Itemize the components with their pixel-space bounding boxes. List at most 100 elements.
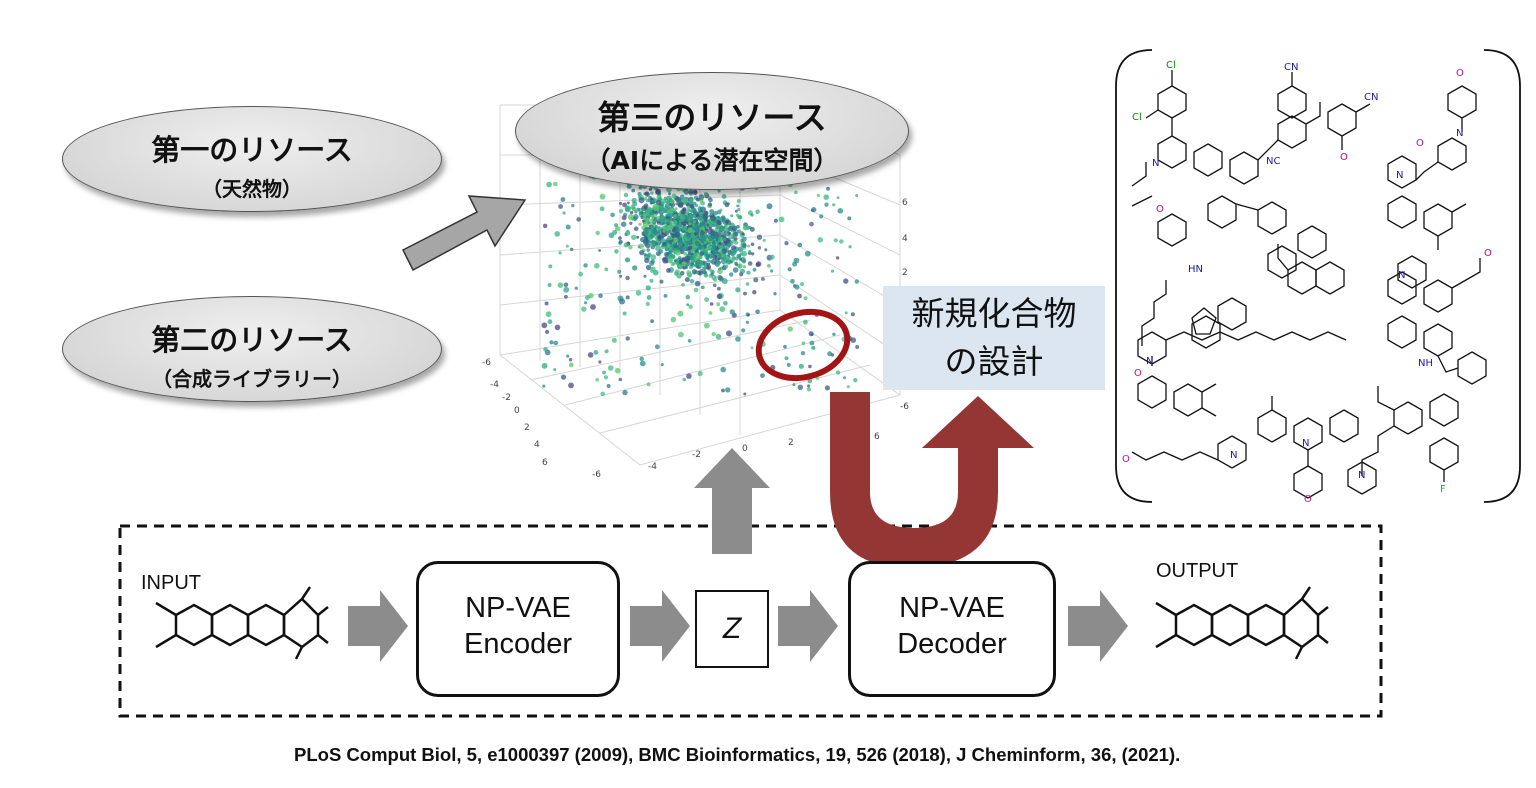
scatter-point [633,226,639,231]
np-vae-encoder-box: NP-VAE Encoder [416,561,620,697]
scatter-point [649,260,655,266]
scatter-point [750,242,755,247]
scatter-point [650,254,657,261]
scatter-point [689,209,693,213]
left-tick: -2 [502,393,511,403]
scatter-point [682,207,687,212]
scatter-point [554,231,560,237]
scatter-point [809,340,815,346]
scatter-point [804,250,811,257]
scatter-point [648,187,652,191]
scatter-point [710,253,715,258]
scatter-point [794,190,798,195]
scatter-point [595,378,599,382]
scatter-point [688,189,694,195]
new-compound-line2: の設計 [944,342,1044,381]
scatter-point [729,260,734,264]
scatter-point [659,226,662,230]
scatter-point [674,207,678,211]
scatter-point [604,349,609,354]
scatter-point [544,301,549,306]
scatter-point [568,382,574,389]
scatter-point [583,263,588,268]
scatter-point [723,301,728,306]
first-resource-subtitle: （天然物） [202,177,302,201]
scatter-point [622,389,628,396]
scatter-point [832,203,836,207]
scatter-point [736,213,740,217]
scatter-point [755,309,760,315]
scatter-point [835,256,840,260]
scatter-point [693,253,698,258]
right-axis-ticks: 6 4 2 -6 [900,198,909,412]
scatter-point [542,384,546,388]
atom-nc: NC [1266,156,1280,167]
atom-n-1: N [1152,158,1159,169]
scatter-point [705,256,710,260]
scatter-point [637,245,641,249]
scatter-point [783,344,787,349]
scatter-point [719,306,726,312]
scatter-point [581,306,587,312]
np-vae-decoder-box: NP-VAE Decoder [848,561,1056,697]
scatter-point [848,245,852,249]
scatter-point [740,238,744,243]
scatter-point [721,194,727,199]
scatter-point [726,330,732,337]
atom-n-6: N [1230,450,1237,461]
atom-f: F [1440,484,1446,495]
scatter-point [786,362,791,367]
scatter-point [724,258,728,261]
scatter-point [716,220,722,226]
left-tick: 0 [514,406,520,416]
scatter-point [807,378,813,384]
scatter-point [784,241,789,246]
scatter-point [635,290,642,296]
scatter-point [853,378,858,383]
scatter-point [713,283,717,288]
scatter-point [711,332,716,337]
scatter-point [671,228,677,233]
scatter-point [847,216,852,221]
scatter-point [726,256,732,261]
scatter-point [832,332,836,336]
scatter-point [719,208,723,212]
scatter-point [553,340,559,346]
scatter-point [625,295,630,300]
scatter-point [806,387,811,392]
scatter-point [684,217,688,221]
scatter-point [624,233,628,237]
right-tick: 6 [902,198,908,208]
scatter-point [658,249,664,254]
scatter-point [673,259,677,262]
atom-cl-1: Cl [1166,60,1176,71]
scatter-point [797,384,803,390]
scatter-point [718,276,724,282]
scatter-point [737,208,741,212]
scatter-point [730,214,734,218]
new-compound-line1: 新規化合物 [911,294,1077,333]
scatter-point [699,211,704,217]
scatter-point [732,267,739,273]
scatter-point [803,296,808,301]
scatter-point [649,278,654,283]
scatter-point [638,185,643,190]
scatter-point [787,267,792,272]
scatter-point [639,250,645,256]
scatter-point [745,320,749,324]
third-resource-subtitle: （AIによる潜在空間） [585,146,839,175]
atom-hn: HN [1188,264,1203,275]
scatter-point [703,322,710,329]
scatter-point [755,262,760,267]
scatter-point [675,249,681,256]
scatter-point [830,269,835,273]
scatter-point [660,216,667,222]
scatter-point [547,283,552,287]
scatter-point [797,242,803,248]
scatter-point [709,212,713,216]
scatter-point [626,229,630,233]
scatter-point [700,242,704,246]
scatter-point [736,224,740,229]
scatter-point [778,216,785,223]
latent-z-label: Z [722,612,742,645]
